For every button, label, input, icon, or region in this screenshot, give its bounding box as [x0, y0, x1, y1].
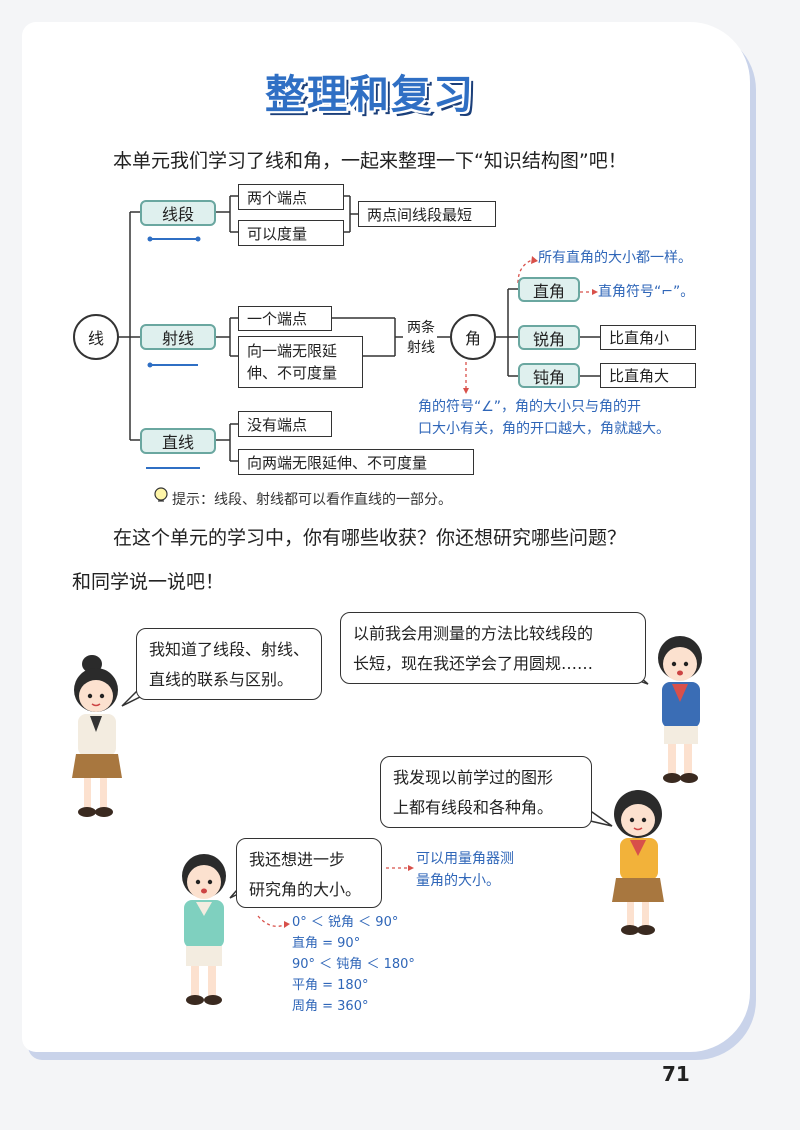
segment-node: 线段: [140, 200, 216, 226]
speech-bubble-boy2: 我还想进一步 研究角的大小。: [236, 838, 382, 908]
line-prop-no-ends: 没有端点: [238, 411, 332, 437]
angle-symbol-note-line1: 角的符号“∠”，角的大小只与角的开: [418, 396, 641, 418]
girl-illustration-2: [598, 784, 678, 940]
root-node-line: 线: [73, 314, 119, 360]
ray-prop-infinite: 向一端无限延 伸、不可度量: [238, 336, 363, 388]
angle-node: 角: [450, 314, 496, 360]
angle-range-notes: 0° ＜ 锐角 ＜ 90° 直角 = 90° 90° ＜ 钝角 ＜ 180° 平…: [292, 912, 415, 1017]
two-rays-top: 两条: [404, 318, 438, 338]
bubble-girl1-line2: 直线的联系与区别。: [149, 665, 309, 695]
line-node: 直线: [140, 428, 216, 454]
bubble-boy1-line1: 以前我会用测量的方法比较线段的: [353, 619, 633, 649]
right-angle-symbol-note: 直角符号“⌐”。: [598, 281, 694, 303]
bubble-girl2-line1: 我发现以前学过的图形: [393, 763, 579, 793]
acute-angle-desc: 比直角小: [600, 325, 696, 350]
angle-range-full: 周角 = 360°: [292, 996, 415, 1017]
bubble-girl2-line2: 上都有线段和各种角。: [393, 793, 579, 823]
reflection-line2: 和同学说一说吧！: [72, 567, 224, 594]
angle-range-right: 直角 = 90°: [292, 933, 415, 954]
girl-illustration-1: [62, 652, 138, 824]
acute-angle-node: 锐角: [518, 325, 580, 350]
segment-prop-two-ends: 两个端点: [238, 184, 344, 210]
bubble-girl1-line1: 我知道了线段、射线、: [149, 635, 309, 665]
bubble-boy2-line1: 我还想进一步: [249, 845, 369, 875]
speech-bubble-girl2: 我发现以前学过的图形 上都有线段和各种角。: [380, 756, 592, 828]
angle-range-acute: 0° ＜ 锐角 ＜ 90°: [292, 912, 415, 933]
speech-bubble-girl1: 我知道了线段、射线、 直线的联系与区别。: [136, 628, 322, 700]
two-rays-label: 两条 射线: [404, 318, 438, 358]
ray-prop-line1: 向一端无限延: [247, 340, 337, 362]
protractor-note-line1: 可以用量角器测: [416, 848, 514, 870]
segment-result: 两点间线段最短: [358, 201, 496, 227]
reflection-line1: 在这个单元的学习中，你有哪些收获？你还想研究哪些问题？: [113, 523, 626, 550]
obtuse-angle-node: 钝角: [518, 363, 580, 388]
obtuse-angle-desc: 比直角大: [600, 363, 696, 388]
two-rays-bottom: 射线: [404, 338, 438, 358]
speech-bubble-boy1: 以前我会用测量的方法比较线段的 长短，现在我还学会了用圆规……: [340, 612, 646, 684]
bubble-boy2-line2: 研究角的大小。: [249, 875, 369, 905]
angle-range-straight: 平角 = 180°: [292, 975, 415, 996]
boy-illustration-1: [640, 632, 720, 792]
ray-prop-line2: 伸、不可度量: [247, 362, 337, 384]
bubble-boy1-line2: 长短，现在我还学会了用圆规……: [353, 649, 633, 679]
protractor-note: 可以用量角器测 量角的大小。: [416, 848, 514, 892]
page-number: 71: [662, 1062, 690, 1086]
tip-text: 提示：线段、射线都可以看作直线的一部分。: [172, 489, 452, 509]
line-prop-infinite: 向两端无限延伸、不可度量: [238, 449, 474, 475]
angle-symbol-note-line2: 口大小有关，角的开口越大，角就越大。: [418, 418, 670, 440]
right-angle-node: 直角: [518, 277, 580, 302]
ray-prop-one-end: 一个端点: [238, 306, 332, 331]
segment-prop-measurable: 可以度量: [238, 220, 344, 246]
ray-node: 射线: [140, 324, 216, 350]
boy-illustration-2: [166, 850, 246, 1012]
protractor-note-line2: 量角的大小。: [416, 870, 514, 892]
angle-range-obtuse: 90° ＜ 钝角 ＜ 180°: [292, 954, 415, 975]
right-angle-note: 所有直角的大小都一样。: [538, 247, 692, 269]
